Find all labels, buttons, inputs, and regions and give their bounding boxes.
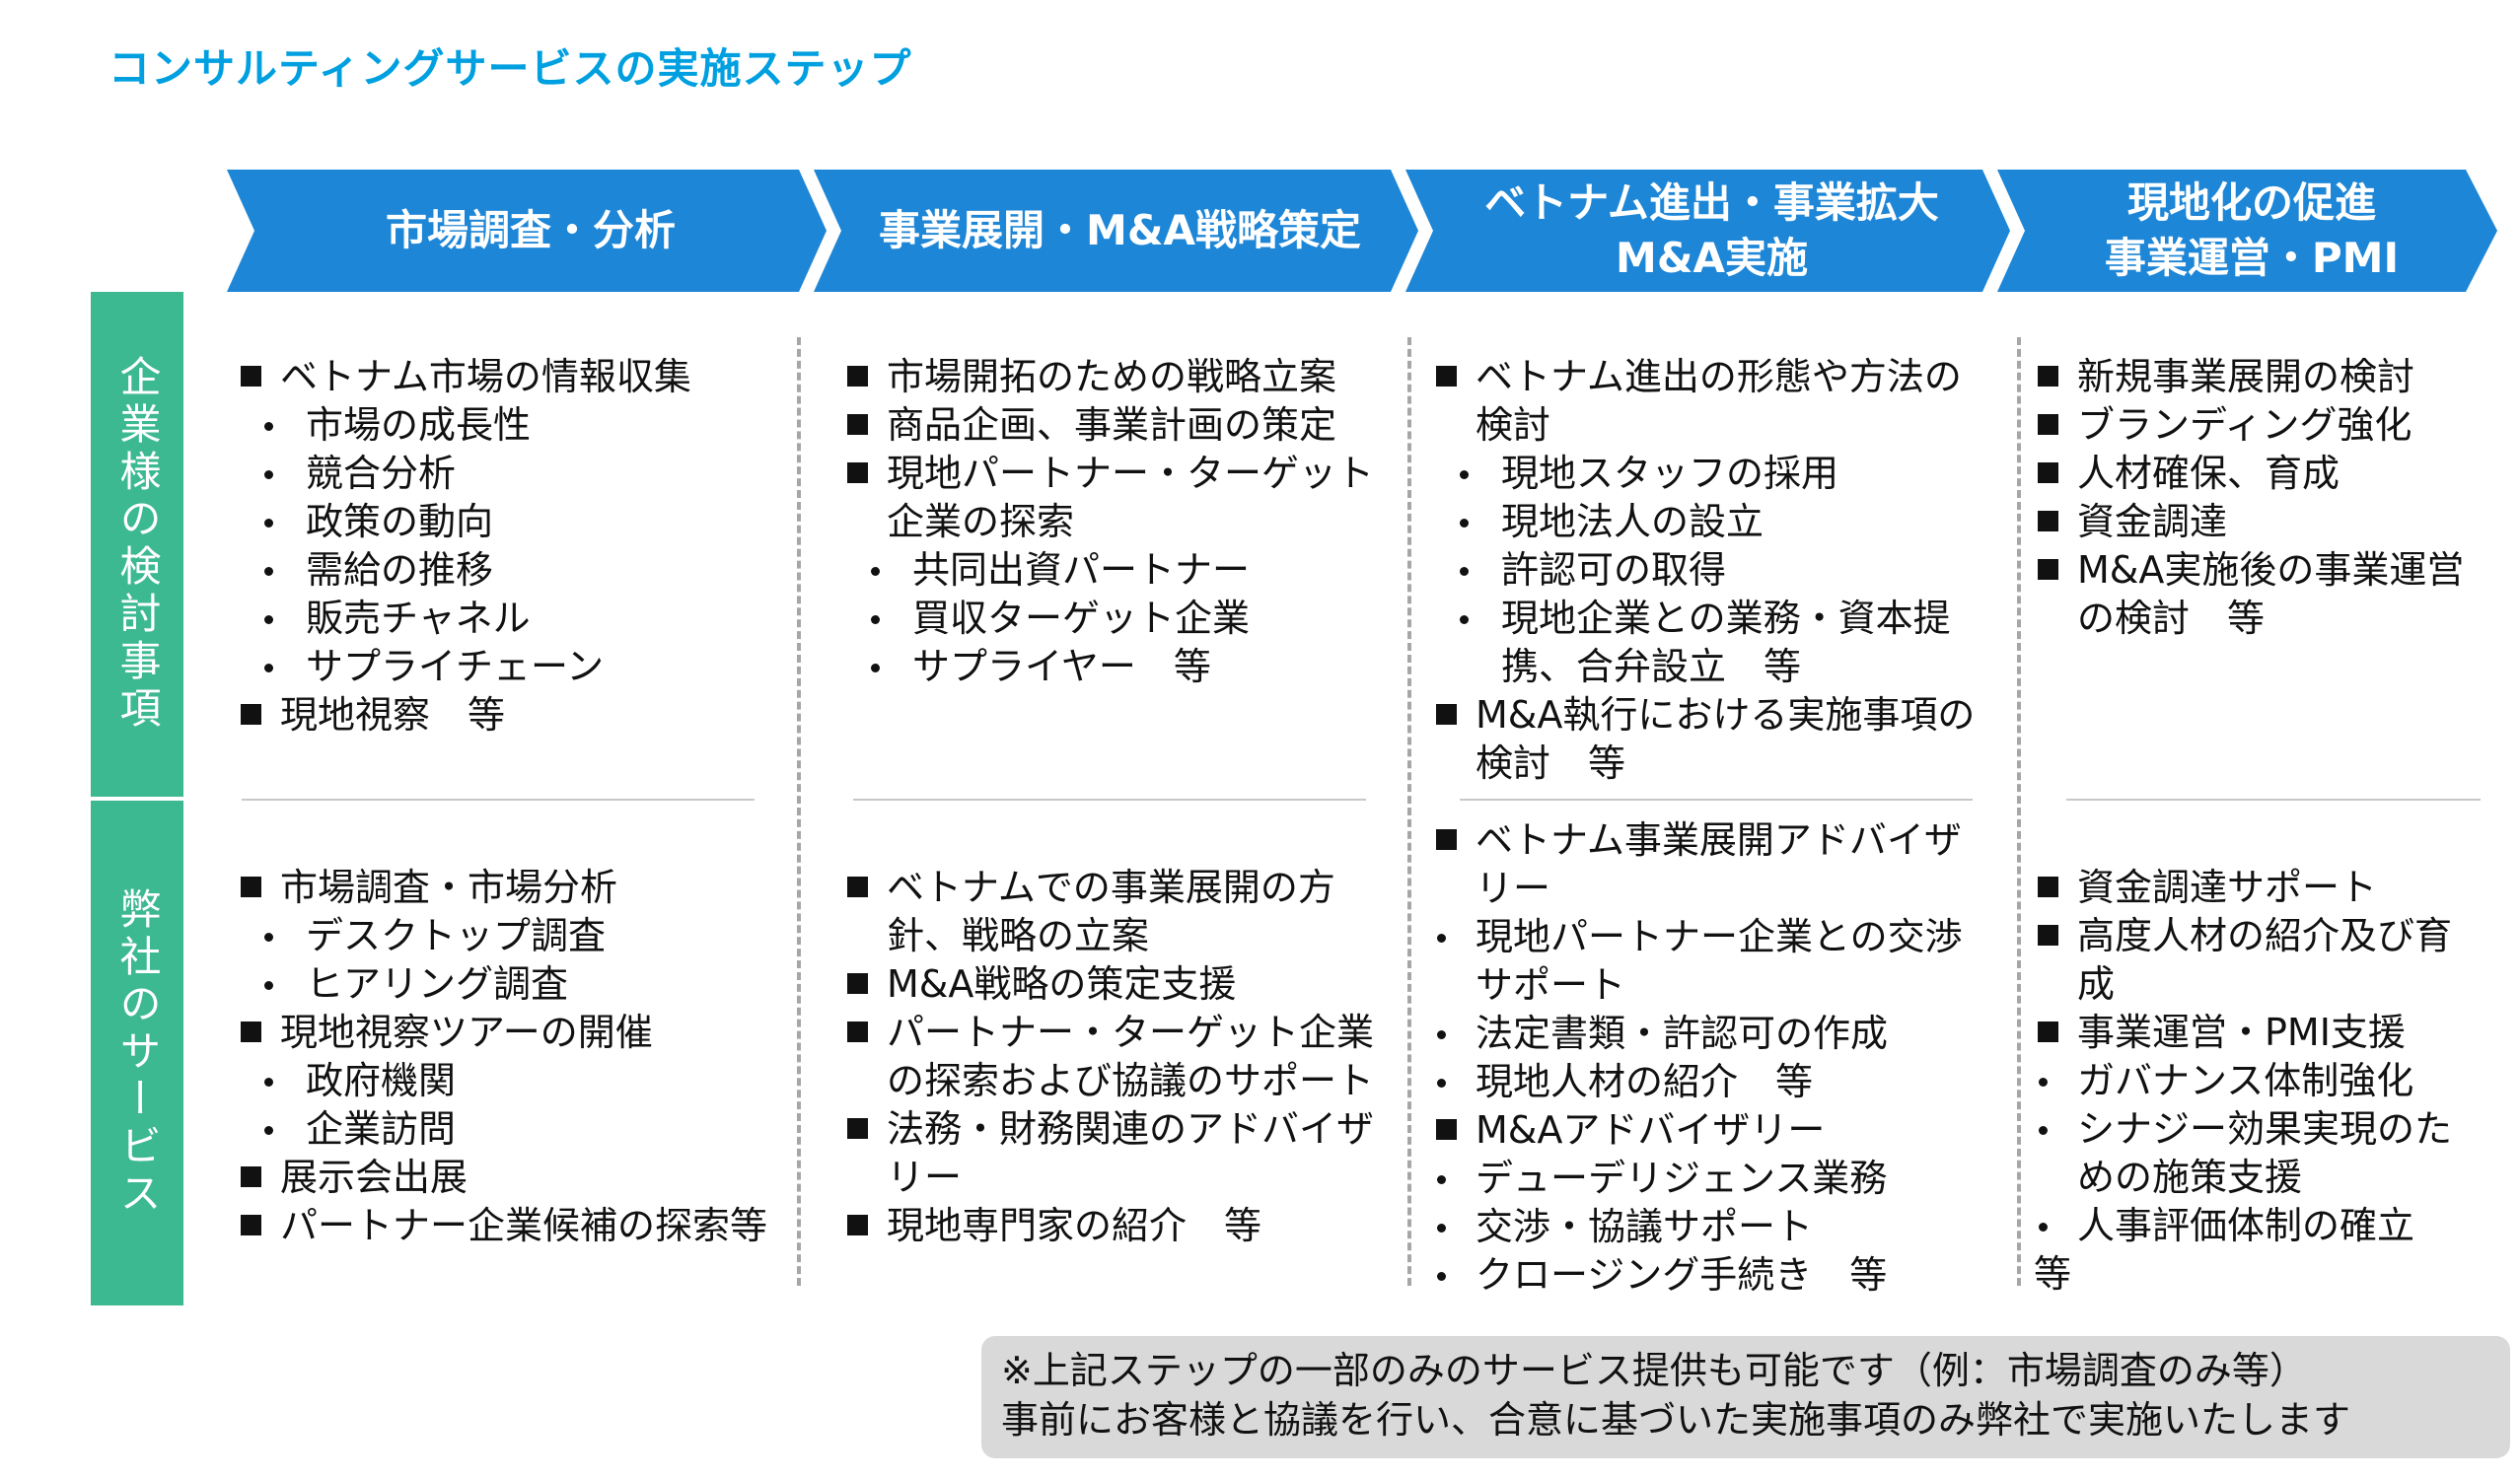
list-item: 市場の成長性 bbox=[237, 401, 774, 450]
list-item: 新規事業展開の検討 bbox=[2034, 353, 2478, 401]
cell-r0c1: 市場開拓のための戦略立案商品企画、事業計画の策定現地パートナー・ターゲット企業の… bbox=[843, 353, 1396, 691]
list-item: デスクトップ調査 bbox=[237, 912, 774, 960]
footnote-line-2: 事前にお客様と協議を行い、合意に基づいた実施事項のみ弊社で実施いたします bbox=[1001, 1398, 2351, 1442]
list-item: 現地視察 等 bbox=[237, 691, 774, 740]
list-item: ブランディング強化 bbox=[2034, 401, 2478, 450]
list-item: 商品企画、事業計画の策定 bbox=[843, 401, 1396, 450]
list-item: 現地専門家の紹介 等 bbox=[843, 1202, 1404, 1250]
list-item: 高度人材の紹介及び育成 bbox=[2034, 912, 2487, 1009]
list-item: デューデリジェンス業務 bbox=[1432, 1155, 1984, 1203]
chevron-step-3 bbox=[1405, 170, 2010, 292]
row-divider-col2 bbox=[853, 799, 1366, 801]
list-item: パートナー・ターゲット企業の探索および協議のサポート bbox=[843, 1009, 1404, 1105]
list-item: ヒアリング調査 bbox=[237, 960, 774, 1009]
chevron-step-1 bbox=[227, 170, 827, 292]
list-item: 競合分析 bbox=[237, 450, 774, 498]
chevron-step-2 bbox=[814, 170, 1418, 292]
row-label-client-considerations: 企業様の検討事項 bbox=[91, 292, 183, 797]
list-item: ベトナム市場の情報収集 bbox=[237, 353, 774, 401]
list-item: M&A実施後の事業運営の検討 等 bbox=[2034, 546, 2478, 643]
cell-r0c2: ベトナム進出の形態や方法の検討現地スタッフの採用現地法人の設立許認可の取得現地企… bbox=[1432, 353, 1984, 788]
list-item: 販売チャネル bbox=[237, 595, 774, 643]
list-item: ベトナム事業展開アドバイザリー bbox=[1432, 816, 1984, 913]
list-item: 交渉・協議サポート bbox=[1432, 1203, 1984, 1251]
column-divider-3 bbox=[2017, 337, 2021, 1286]
list-item: 事業運営・PMI支援 bbox=[2034, 1009, 2487, 1057]
list-item: 資金調達 bbox=[2034, 498, 2478, 546]
list-item: M&Aアドバイザリー bbox=[1432, 1106, 1984, 1155]
list-item: ガバナンス体制強化 bbox=[2034, 1057, 2487, 1105]
chevron-step-4 bbox=[1997, 170, 2497, 292]
list-item: 許認可の取得 bbox=[1432, 546, 1984, 595]
list-item: 法定書類・許認可の作成 bbox=[1432, 1010, 1984, 1058]
row-divider-col4 bbox=[2066, 799, 2481, 801]
cell-r1c2: ベトナム事業展開アドバイザリー現地パートナー企業との交渉サポート法定書類・許認可… bbox=[1432, 816, 1984, 1300]
list-item: 政府機関 bbox=[237, 1057, 774, 1105]
cell-r1c0: 市場調査・市場分析デスクトップ調査ヒアリング調査現地視察ツアーの開催政府機関企業… bbox=[237, 864, 774, 1250]
list-item: 法務・財務関連のアドバイザリー bbox=[843, 1105, 1404, 1202]
step-2-label: 事業展開・M&A戦略策定 bbox=[879, 206, 1361, 254]
cell-r1c3: 資金調達サポート高度人材の紹介及び育成事業運営・PMI支援ガバナンス体制強化シナ… bbox=[2034, 864, 2487, 1299]
column-divider-1 bbox=[797, 337, 801, 1286]
list-item: サプライチェーン bbox=[237, 643, 774, 691]
list-item: 人材確保、育成 bbox=[2034, 450, 2478, 498]
list-item: クロージング手続き 等 bbox=[1432, 1251, 1984, 1300]
list-item: 共同出資パートナー bbox=[843, 546, 1396, 595]
list-item: 買収ターゲット企業 bbox=[843, 595, 1396, 643]
list-item: 等 bbox=[2034, 1252, 2072, 1296]
list-item: サプライヤー 等 bbox=[843, 643, 1396, 691]
list-item: 需給の推移 bbox=[237, 546, 774, 595]
list-item: 現地企業との業務・資本提携、合弁設立 等 bbox=[1432, 595, 1984, 691]
list-item: M&A戦略の策定支援 bbox=[843, 960, 1404, 1009]
row-divider-col3 bbox=[1460, 799, 1973, 801]
list-item: ベトナムでの事業展開の方針、戦略の立案 bbox=[843, 864, 1404, 960]
list-item: 市場調査・市場分析 bbox=[237, 864, 774, 912]
footnote-box: ※上記ステップの一部のみのサービス提供も可能です（例：市場調査のみ等） 事前にお… bbox=[981, 1336, 2510, 1458]
row-divider-col1 bbox=[242, 799, 755, 801]
list-item: 現地法人の設立 bbox=[1432, 498, 1984, 546]
step-chevrons bbox=[227, 170, 2497, 292]
list-item: 現地スタッフの採用 bbox=[1432, 450, 1984, 498]
list-item: シナジー効果実現のための施策支援 bbox=[2034, 1105, 2487, 1202]
column-divider-2 bbox=[1407, 337, 1411, 1286]
list-item: パートナー企業候補の探索等 bbox=[237, 1202, 774, 1250]
page-title: コンサルティングサービスの実施ステップ bbox=[108, 44, 912, 93]
step-4-label: 現地化の促進事業運営・PMI bbox=[2104, 178, 2400, 282]
list-item: M&A執行における実施事項の検討 等 bbox=[1432, 691, 1984, 788]
list-item: 人事評価体制の確立 bbox=[2034, 1202, 2487, 1250]
step-1-label: 市場調査・分析 bbox=[385, 206, 676, 254]
list-item: 現地パートナー企業との交渉サポート bbox=[1432, 913, 1984, 1010]
list-item: 資金調達サポート bbox=[2034, 864, 2487, 912]
list-item: 展示会出展 bbox=[237, 1154, 774, 1202]
list-item: 現地パートナー・ターゲット企業の探索 bbox=[843, 450, 1396, 546]
list-item: ベトナム進出の形態や方法の検討 bbox=[1432, 353, 1984, 450]
list-item: 企業訪問 bbox=[237, 1105, 774, 1154]
footnote-line-1: ※上記ステップの一部のみのサービス提供も可能です（例：市場調査のみ等） bbox=[1001, 1349, 2307, 1392]
cell-r0c0: ベトナム市場の情報収集市場の成長性競合分析政策の動向需給の推移販売チャネルサプラ… bbox=[237, 353, 774, 740]
list-item: 現地視察ツアーの開催 bbox=[237, 1009, 774, 1057]
row-label-our-services: 弊社のサービス bbox=[91, 801, 183, 1305]
list-item: 現地人材の紹介 等 bbox=[1432, 1058, 1984, 1106]
list-item: 政策の動向 bbox=[237, 498, 774, 546]
list-item: 市場開拓のための戦略立案 bbox=[843, 353, 1396, 401]
